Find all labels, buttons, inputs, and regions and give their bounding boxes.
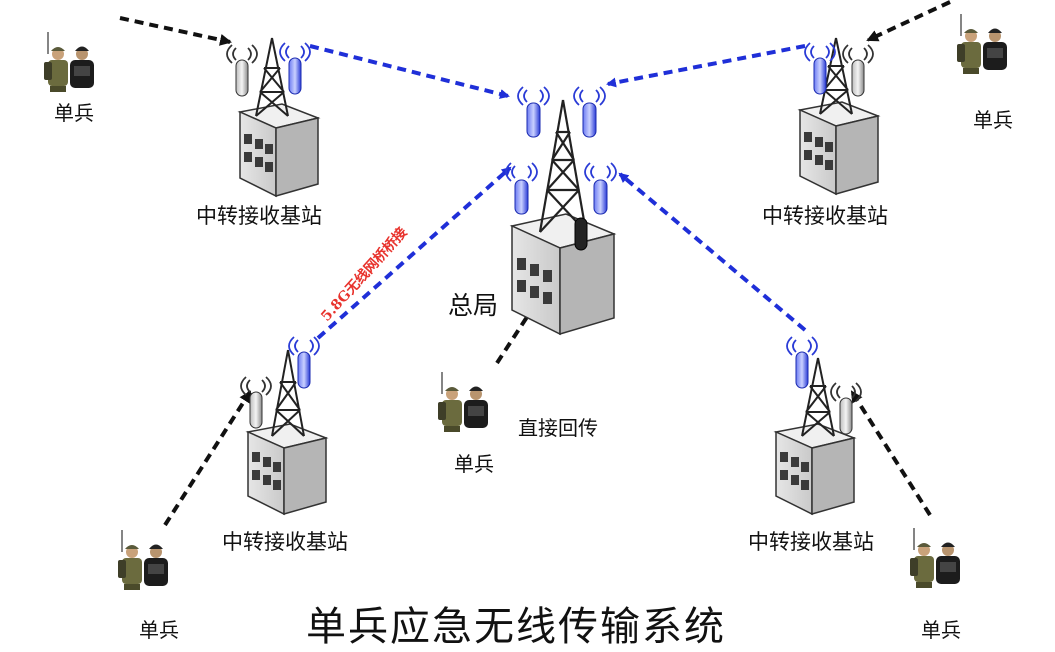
- relay-station-label-top-left: 中转接收基站: [196, 204, 322, 228]
- antenna-icon: [297, 351, 311, 389]
- antenna-icon: [288, 57, 302, 95]
- link-bottom-right-to-hq: [618, 172, 807, 332]
- relay-station-label-bottom-right: 中转接收基站: [748, 530, 874, 554]
- soldier-label-top-right: 单兵: [973, 108, 1013, 132]
- link-bottom-left-to-hq: [316, 166, 512, 340]
- hq-antenna-icon: [514, 179, 529, 215]
- hq-antenna-icon: [582, 102, 597, 138]
- link-soldier-br: [850, 390, 932, 517]
- relay-station-top-left: [226, 37, 321, 198]
- link-soldier-tl: [119, 16, 232, 46]
- soldier-icon: [438, 372, 488, 432]
- hq-antenna-icon: [574, 217, 588, 251]
- soldier-label-top-left: 单兵: [54, 101, 94, 125]
- wireless-links: [309, 44, 807, 340]
- relay-station-top-right: [797, 37, 881, 196]
- soldier-icon: [957, 14, 1007, 74]
- soldier-label-center: 单兵: [454, 452, 494, 476]
- relay-station-label-bottom-left: 中转接收基站: [222, 530, 348, 554]
- soldier-label-bottom-right: 单兵: [921, 618, 961, 642]
- hq-label: 总局: [448, 291, 499, 320]
- link-top-right-to-hq: [606, 44, 806, 88]
- antenna-icon: [235, 59, 249, 97]
- relay-station-bottom-left: [240, 336, 329, 516]
- relay-station-label-top-right: 中转接收基站: [762, 204, 888, 228]
- hq-antenna-icon: [593, 179, 608, 215]
- soldier-icon: [44, 32, 94, 92]
- soldier-icon: [118, 530, 168, 590]
- link-top-left-to-hq: [309, 44, 510, 99]
- hq-antenna-icon: [526, 102, 541, 138]
- hq-antennas: [505, 86, 617, 251]
- antenna-icon: [839, 397, 853, 435]
- hq-building: [509, 213, 617, 336]
- soldier-label-bottom-left: 单兵: [139, 618, 179, 642]
- diagram-title: 单兵应急无线传输系统: [306, 604, 726, 650]
- link-soldier-bl: [163, 390, 252, 527]
- antenna-icon: [795, 351, 809, 389]
- hq-tower: [538, 99, 588, 233]
- relay-station-bottom-right: [773, 336, 862, 516]
- antenna-icon: [851, 59, 865, 97]
- link-soldier-tr: [866, 0, 951, 42]
- direct-link-label: 直接回传: [518, 416, 598, 440]
- soldier-icon: [910, 528, 960, 588]
- antenna-icon: [249, 391, 263, 429]
- antenna-icon: [813, 57, 827, 95]
